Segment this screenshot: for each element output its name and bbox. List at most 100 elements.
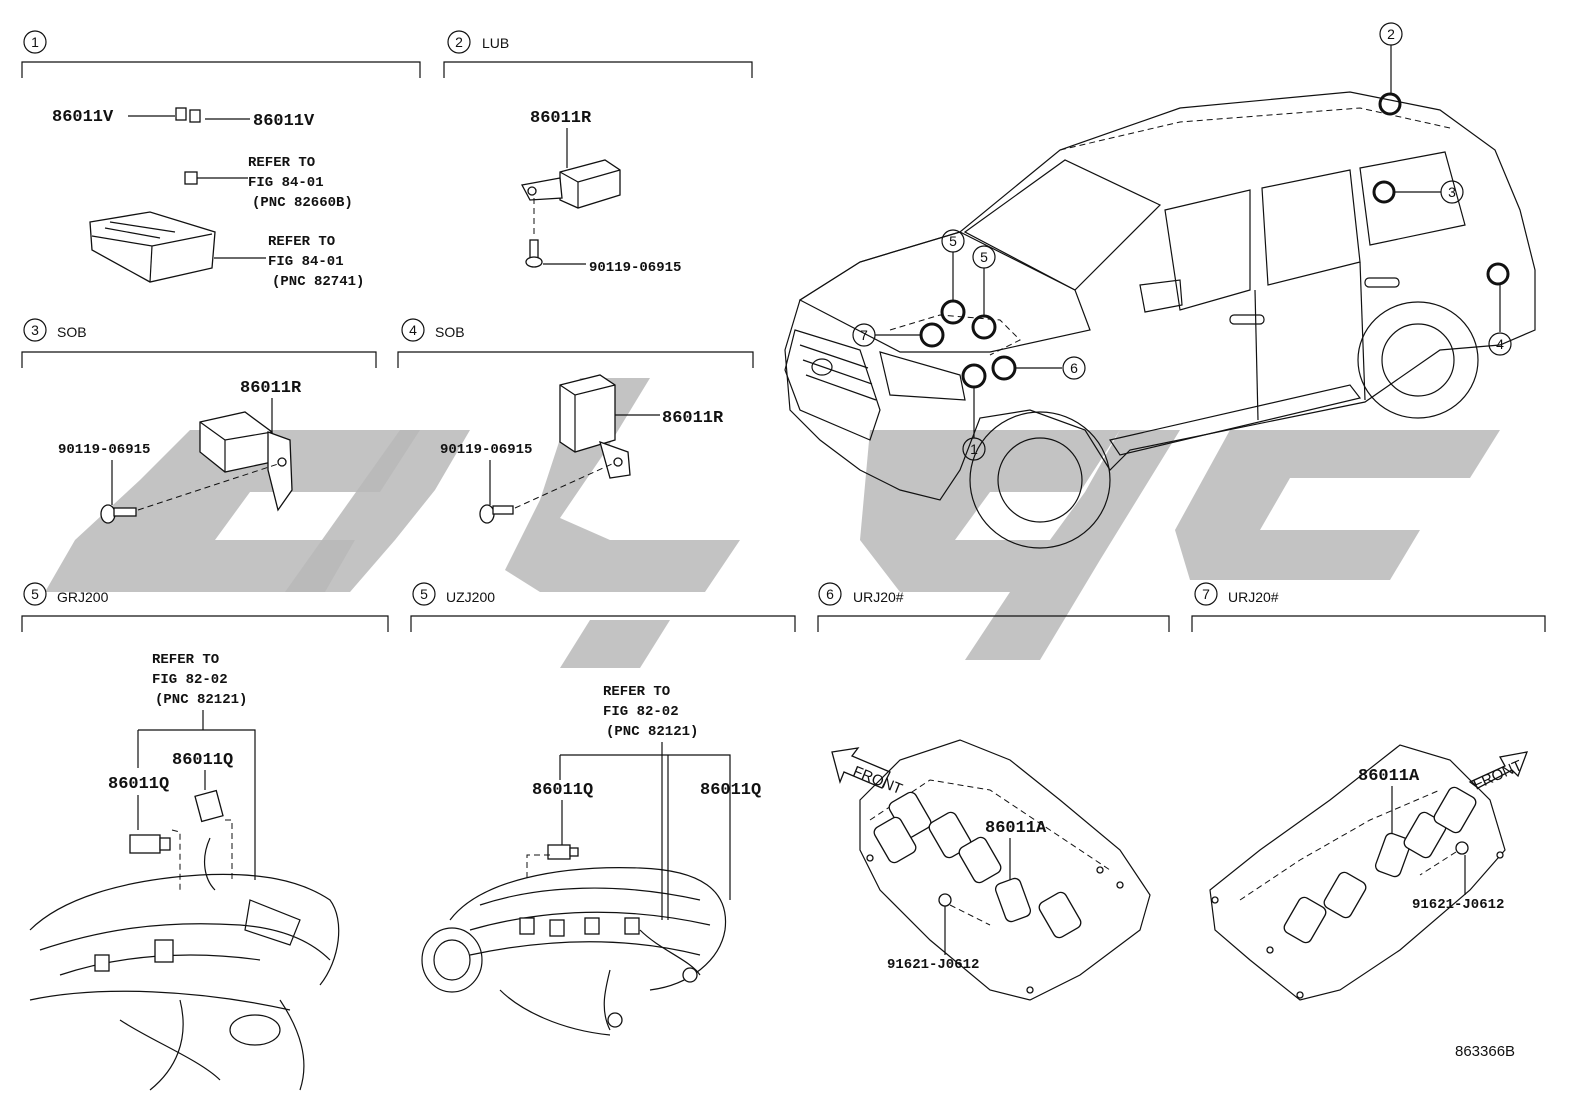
side-step [1109, 384, 1362, 456]
callout-2: 2 [1387, 26, 1395, 42]
bolt-icon [938, 893, 952, 907]
grille [784, 329, 881, 441]
sensor-connector-icon [129, 789, 224, 854]
bolt-icon [100, 504, 137, 524]
section-bracket [443, 61, 753, 78]
part-number-86011r: 86011R [662, 409, 724, 428]
part-number-86011q: 86011Q [532, 781, 593, 800]
section-number: 4 [409, 322, 417, 338]
junction-block-icon [89, 211, 216, 283]
callout-7: 7 [860, 327, 868, 343]
part-number-bolt: 91621-J0612 [887, 957, 979, 973]
section-3-content: 86011R 90119-06915 [58, 379, 302, 524]
part-number-bolt: 90119-06915 [440, 442, 532, 458]
section-suffix: URJ20# [1228, 589, 1279, 605]
emblem-icon [811, 358, 833, 376]
refer-pnc: (PNC 82121) [155, 692, 247, 708]
relay-module-icon [559, 374, 631, 479]
windshield [963, 159, 1162, 291]
dashed-guide [137, 463, 279, 511]
section-number-circle [412, 582, 436, 606]
vehicle-illustration: 2 3 4 5 5 7 6 1 [784, 22, 1536, 549]
refer-fig: FIG 84-01 [248, 175, 324, 191]
section-5a-content: REFER TO FIG 82-02 (PNC 82121) 86011Q 86… [29, 652, 340, 1091]
front-wheel [969, 411, 1111, 549]
section-number: 7 [1202, 586, 1210, 602]
section-bracket [21, 351, 377, 368]
relay-small-icon [189, 109, 201, 123]
location-marker-6 [991, 355, 1017, 381]
sensor-connector-icon [547, 844, 579, 860]
part-number-86011q: 86011Q [108, 775, 169, 794]
rear-wheel [1357, 301, 1479, 419]
rear-window [1261, 169, 1361, 286]
part-number-bolt: 90119-06915 [58, 442, 150, 458]
section-number: 2 [455, 34, 463, 50]
relay-small-icon [184, 171, 198, 185]
section-suffix: SOB [57, 324, 87, 340]
relay-small-icon [175, 107, 187, 121]
watermark-logo [45, 378, 1500, 668]
refer-fig: FIG 84-01 [268, 254, 344, 270]
section-bracket [817, 615, 1170, 632]
callout-5a: 5 [949, 233, 957, 249]
roof-rail [1059, 107, 1451, 151]
engine-bay [889, 314, 1021, 356]
section-number-circle [447, 30, 471, 54]
part-number-86011r: 86011R [240, 379, 302, 398]
figure-code: 863366B [1455, 1043, 1515, 1060]
bolt-icon [1455, 841, 1469, 855]
refer-pnc: (PNC 82660B) [252, 195, 353, 211]
part-number-86011a: 86011A [985, 819, 1047, 838]
location-marker-1 [961, 363, 987, 389]
throttle-body [244, 899, 301, 946]
section-7-content: FRONT 86011A 91621-J0612 [1209, 744, 1529, 1001]
section-header-6: 6 URJ20# [817, 582, 1170, 632]
location-marker-5a [940, 299, 966, 325]
relay-module-icon [199, 411, 293, 512]
ignition-coil-icon [873, 791, 1082, 939]
part-number-86011q: 86011Q [700, 781, 761, 800]
section-suffix: UZJ200 [446, 589, 495, 605]
vehicle-body-outline [784, 91, 1536, 501]
part-number-86011v-left: 86011V [52, 108, 114, 127]
callout-5b: 5 [980, 249, 988, 265]
door-handle [1364, 277, 1400, 288]
dashed-guide [514, 463, 613, 509]
hood [798, 231, 1091, 353]
refer-fig: FIG 82-02 [603, 704, 679, 720]
refer-label: REFER TO [268, 234, 335, 250]
location-marker-4 [1486, 262, 1510, 286]
section-header-7: 7 URJ20# [1191, 582, 1546, 632]
part-number-bolt: 91621-J0612 [1412, 897, 1504, 913]
ignition-coil-icon [1283, 786, 1477, 944]
section-number-circle [1194, 582, 1218, 606]
section-number: 5 [420, 586, 428, 602]
section-number-circle [23, 582, 47, 606]
section-header-1: 1 [21, 30, 421, 78]
side-mirror [1139, 279, 1183, 313]
location-marker-3 [1372, 180, 1396, 204]
front-arrow-icon: FRONT [831, 747, 905, 798]
part-number-86011q: 86011Q [172, 751, 233, 770]
intake-manifold [29, 873, 340, 986]
location-marker-5b [971, 314, 997, 340]
section-number-circle [23, 318, 47, 342]
part-number-bolt: 90119-06915 [589, 260, 681, 276]
refer-label: REFER TO [248, 155, 315, 171]
front-window [1164, 189, 1251, 311]
section-header-4: 4 SOB [397, 318, 754, 368]
section-suffix: SOB [435, 324, 465, 340]
section-bracket [397, 351, 754, 368]
intake-manifold [449, 867, 727, 991]
callout-6: 6 [1070, 360, 1078, 376]
door-handle [1229, 314, 1265, 325]
location-marker-7 [919, 322, 945, 348]
section-5b-content: REFER TO FIG 82-02 (PNC 82121) 86011Q 86… [421, 684, 761, 1036]
relay-module-icon [521, 159, 621, 209]
section-header-3: 3 SOB [21, 318, 377, 368]
throttle-body [421, 927, 483, 993]
section-6-content: FRONT 86011A 91621-J0612 [831, 739, 1151, 1001]
section-suffix: GRJ200 [57, 589, 109, 605]
